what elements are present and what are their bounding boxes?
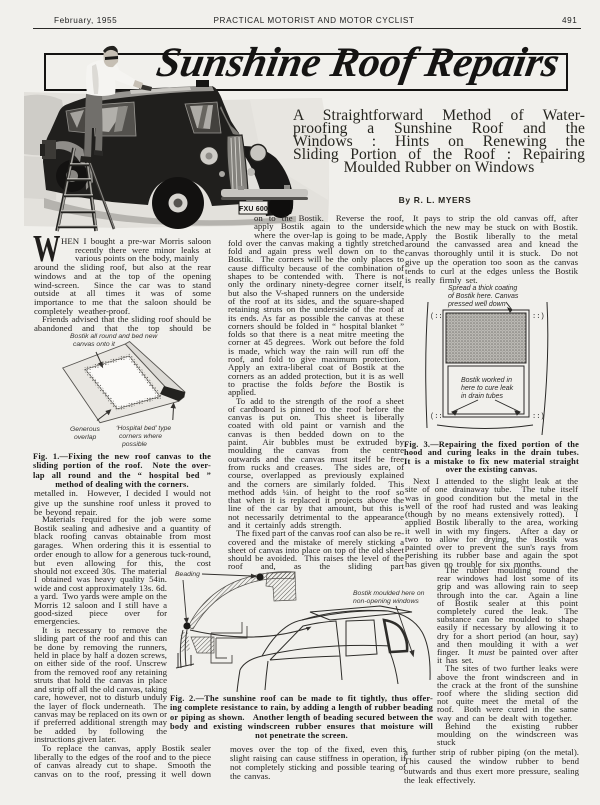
svg-text:corners where: corners where xyxy=(119,433,162,440)
svg-text:Beading: Beading xyxy=(175,571,200,578)
svg-text:Bostik moulded here on: Bostik moulded here on xyxy=(353,590,425,597)
svg-text:canvas onto it: canvas onto it xyxy=(73,341,116,348)
svg-text:of Bostik here. Canvas: of Bostik here. Canvas xyxy=(448,293,519,300)
svg-text:pressed well down: pressed well down xyxy=(447,301,506,308)
svg-text:Generous: Generous xyxy=(70,426,100,433)
svg-text:Bostik worked in: Bostik worked in xyxy=(461,377,512,384)
svg-text:non-opening windows: non-opening windows xyxy=(353,598,419,605)
svg-text:Spread a thick coating: Spread a thick coating xyxy=(448,285,517,292)
svg-text:FXU 600: FXU 600 xyxy=(239,206,268,213)
svg-text:(::: (:: xyxy=(430,413,443,421)
svg-text:Bostik all round and bed new: Bostik all round and bed new xyxy=(70,333,158,340)
svg-text:possible: possible xyxy=(121,441,147,448)
svg-text:overlap: overlap xyxy=(74,434,97,441)
svg-text:‘Hospital bed’ type: ‘Hospital bed’ type xyxy=(116,425,171,432)
svg-text:in drain tubes: in drain tubes xyxy=(461,393,504,400)
svg-text:::): ::) xyxy=(532,313,545,321)
svg-text:(::: (:: xyxy=(430,313,443,321)
svg-text:here to cure leak: here to cure leak xyxy=(461,385,514,392)
svg-text:::): ::) xyxy=(532,413,545,421)
